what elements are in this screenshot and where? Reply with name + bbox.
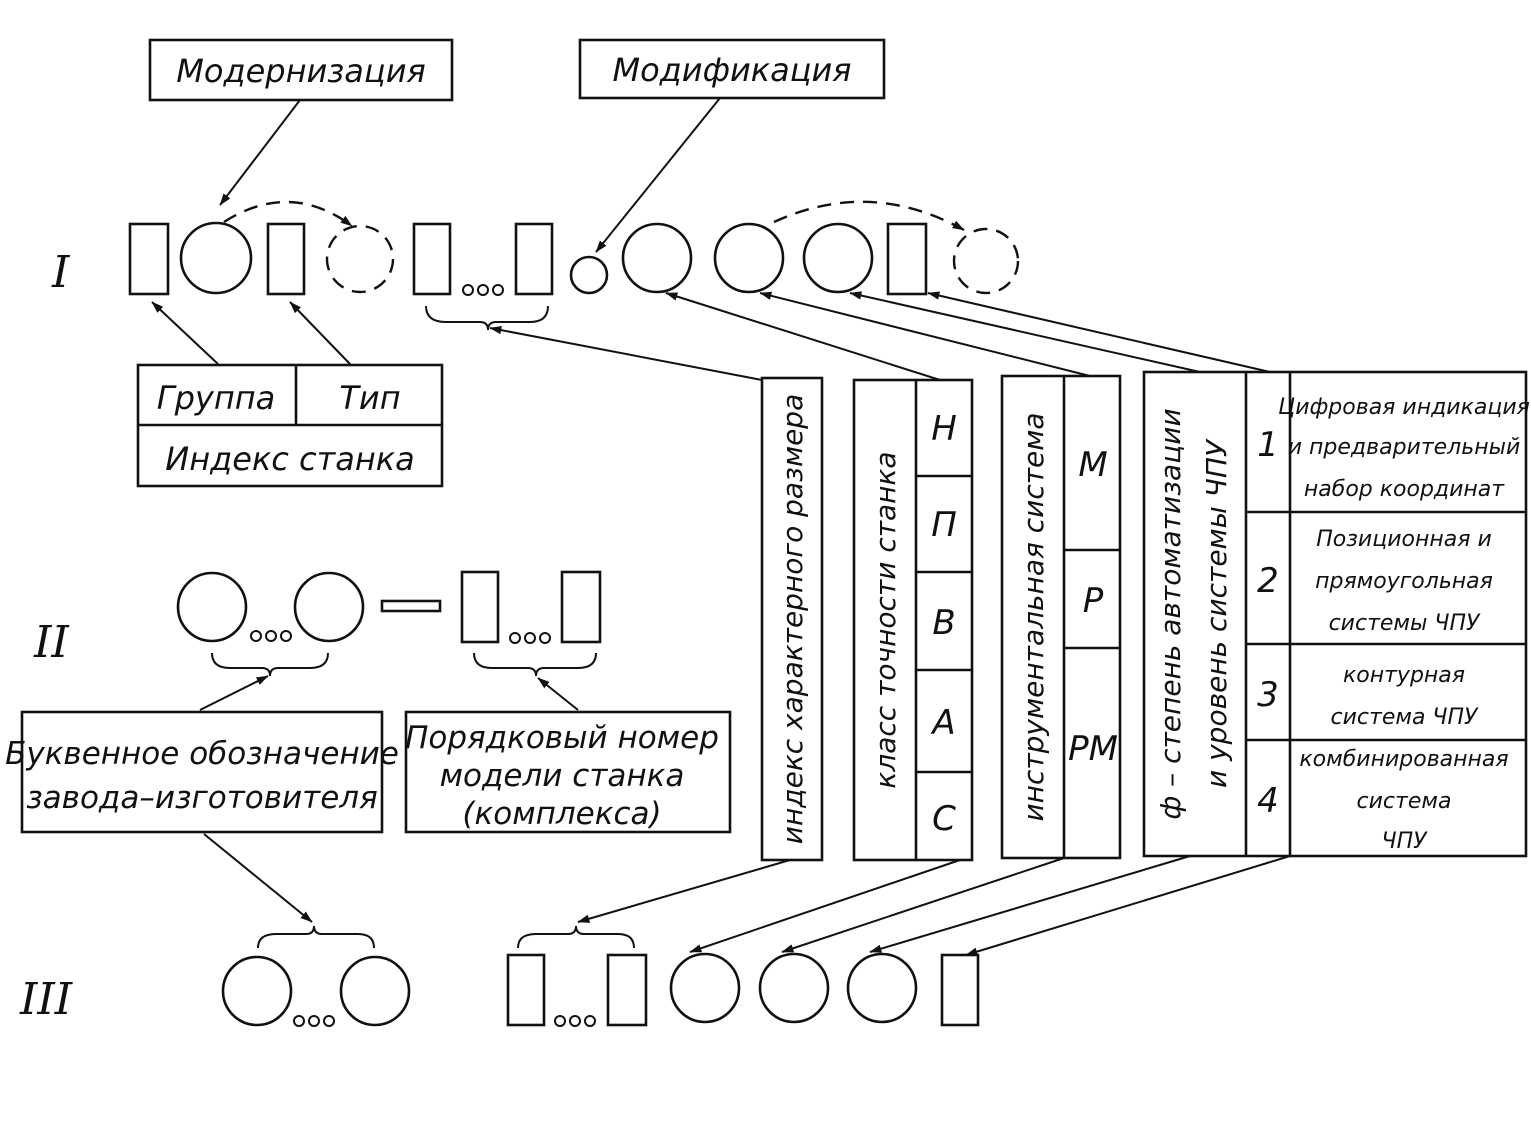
serial-digit-box-last [560,570,602,644]
level-1-number: 1 [1257,425,1279,465]
cnc-level-box [940,953,980,1027]
ellipsis-dot [509,632,521,644]
ellipsis-dot [539,632,551,644]
ellipsis-dot [477,284,489,296]
automation-circle [846,952,918,1024]
level-4-number: 4 [1257,781,1279,821]
maker-letter-circle [176,571,248,643]
ellipsis-dot [250,630,262,642]
accuracy-class-v: В [932,603,955,643]
level-4-text: система [1357,789,1452,814]
modification-label: Модификация [612,51,851,89]
ellipsis-dot [265,630,277,642]
automation-level-panel: ф – степень автоматизации и уровень сист… [1142,370,1530,858]
ellipsis-dot [293,1015,305,1027]
maker-designation-box: Буквенное обозначение завода–изготовител… [5,710,399,834]
tooling-circle [713,222,785,294]
type-label: Тип [339,379,400,417]
maker-letter-circle [293,571,365,643]
accuracy-class-c: С [932,799,956,839]
ellipsis-dot [462,284,474,296]
level-2-text: прямоугольная [1315,569,1493,594]
size-brace [425,305,549,331]
size-digit-box-first [506,953,546,1027]
ellipsis-dot [280,630,292,642]
modification-small-circle [569,255,609,295]
modification-box: Модификация [578,38,886,100]
ellipsis-dot [492,284,504,296]
level-2-number: 2 [1257,561,1279,601]
level-2-text: Позиционная и [1316,527,1492,552]
maker-brace [211,652,329,677]
size-digit-box-last [514,222,554,296]
machine-index-box: Группа Тип Индекс станка [136,363,444,488]
accuracy-class-panel: класс точности станка Н П В А С [852,378,974,862]
row-label-2: II [33,617,70,668]
ellipsis-dot [308,1015,320,1027]
automation-title-line1: ф – степень автоматизации [1154,408,1187,819]
accuracy-class-circle [669,952,741,1024]
level-2-text: системы ЧПУ [1329,611,1481,636]
accuracy-class-h: Н [931,409,957,449]
accuracy-class-a: А [930,703,955,743]
accuracy-class-p: П [931,505,957,545]
ellipsis-dot [569,1015,581,1027]
maker-letter-circle [339,955,411,1027]
level-1-text: набор координат [1304,477,1505,502]
tooling-code-r: Р [1083,581,1104,621]
row-label-3: III [19,974,74,1025]
level-1-text: и предварительный [1288,435,1521,460]
row-3-symbols [221,925,980,1027]
size-digit-box-first [412,222,452,296]
ellipsis-dot [323,1015,335,1027]
tooling-code-m: М [1078,445,1107,485]
level-3-text: контурная [1343,663,1465,688]
modernization-box: Модернизация [148,38,454,102]
ellipsis-dot [584,1015,596,1027]
row-label-1: I [51,247,71,298]
maker-letter-circle [221,955,293,1027]
automation-title-line2: и уровень системы ЧПУ [1200,438,1233,788]
maker-label-line1: Буквенное обозначение [5,736,399,772]
level-1-text: Цифровая индикация [1278,395,1530,420]
size-index-title: индекс характерного размера [776,394,809,844]
tooling-system-panel: инструментальная система М Р РМ [1000,374,1122,860]
serial-label-line1: Порядковый номер [405,720,719,756]
level-3-text: система ЧПУ [1331,705,1480,730]
size-index-panel: индекс характерного размера [760,376,824,862]
serial-label-line3: (комплекса) [462,796,661,832]
accuracy-class-circle [621,222,693,294]
serial-number-box: Порядковый номер модели станка (комплекс… [404,710,732,834]
serial-digit-box-first [460,570,500,644]
level-3-number: 3 [1257,675,1279,715]
serial-brace [473,652,597,677]
modification-position-circle [952,227,1020,295]
serial-label-line2: модели станка [440,758,685,794]
tooling-code-rm: РМ [1068,729,1118,769]
ellipsis-dot [524,632,536,644]
automation-circle [802,222,874,294]
level-4-text: ЧПУ [1381,829,1428,854]
tooling-title: инструментальная система [1017,412,1050,821]
tooling-circle [758,952,830,1024]
level-4-text: комбинированная [1299,747,1508,772]
maker-brace [257,925,375,949]
row-2-symbols [176,570,602,677]
size-digit-box-last [606,953,648,1027]
group-digit-box [128,222,170,296]
index-label: Индекс станка [165,440,414,478]
cnc-level-box [886,222,928,296]
row-1-symbols [128,200,1020,331]
size-brace [517,925,635,949]
dash-symbol [380,599,442,613]
type-digit-box [266,222,306,296]
ellipsis-dot [554,1015,566,1027]
maker-label-line2: завода–изготовителя [26,780,378,816]
modernization-letter-circle [179,221,253,295]
accuracy-title: класс точности станка [869,451,902,788]
group-label: Группа [157,379,276,417]
modernization-position-circle [325,224,395,294]
modernization-label: Модернизация [176,52,425,90]
